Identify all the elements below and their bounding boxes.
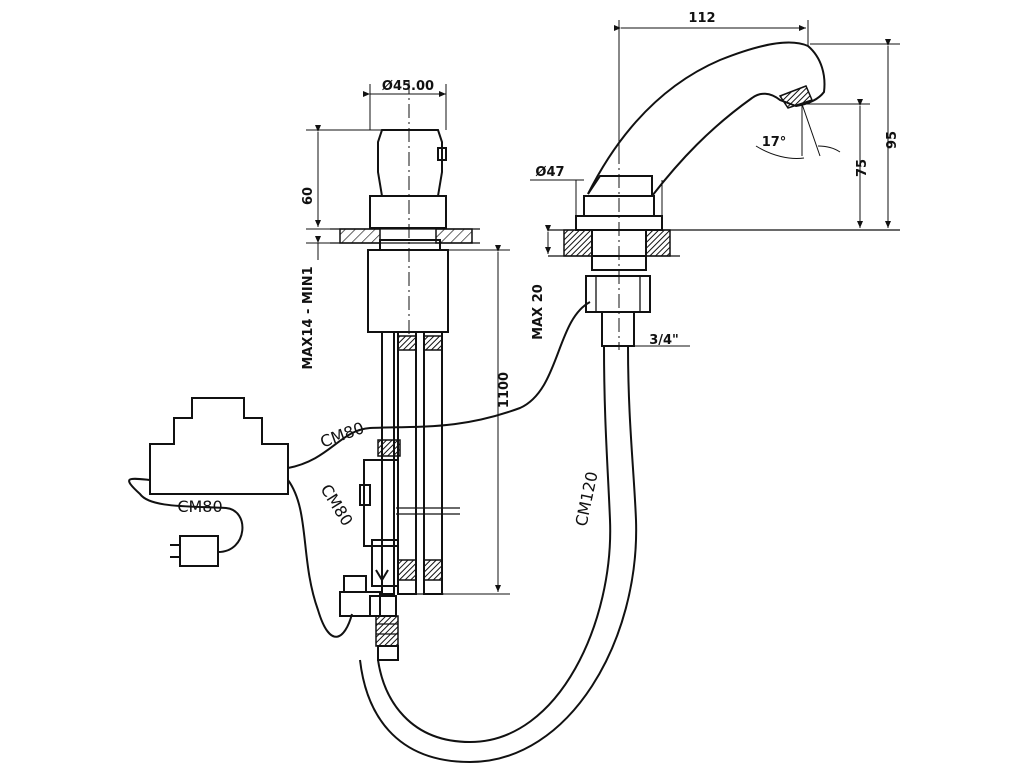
label-cable-lower: CM80 [177, 497, 222, 516]
power-plug [170, 535, 219, 567]
cables [128, 301, 591, 638]
control-box [149, 397, 289, 495]
dim-spout-reach: 112 [688, 11, 715, 26]
label-cable-middle: CM80 [317, 481, 357, 530]
solenoid-valve [339, 459, 399, 661]
spout-hose [359, 345, 638, 764]
dim-outlet-angle: 17° [762, 135, 787, 150]
dimension-lines [306, 20, 900, 595]
spout [575, 41, 826, 350]
dim-body-diameter: Ø45.00 [382, 79, 434, 94]
deck-plate-right [548, 229, 900, 257]
dim-spout-diameter: Ø47 [535, 165, 564, 180]
dim-deck-range: MAX14 - MIN1 [301, 266, 316, 369]
supply-pipes [377, 331, 460, 595]
dim-spout-deck-max: MAX 20 [531, 284, 546, 340]
label-cable-upper: CM80 [318, 418, 367, 451]
dim-spout-height-outlet: 75 [855, 159, 870, 177]
dim-thread-size: 3/4" [649, 333, 679, 348]
dim-spout-height-total: 95 [885, 131, 900, 149]
label-hose: CM120 [572, 470, 602, 528]
dim-hose-length: 1100 [497, 372, 512, 408]
mixer-body [367, 80, 449, 335]
deck-plate-left [330, 228, 480, 244]
dim-body-height: 60 [301, 187, 316, 205]
